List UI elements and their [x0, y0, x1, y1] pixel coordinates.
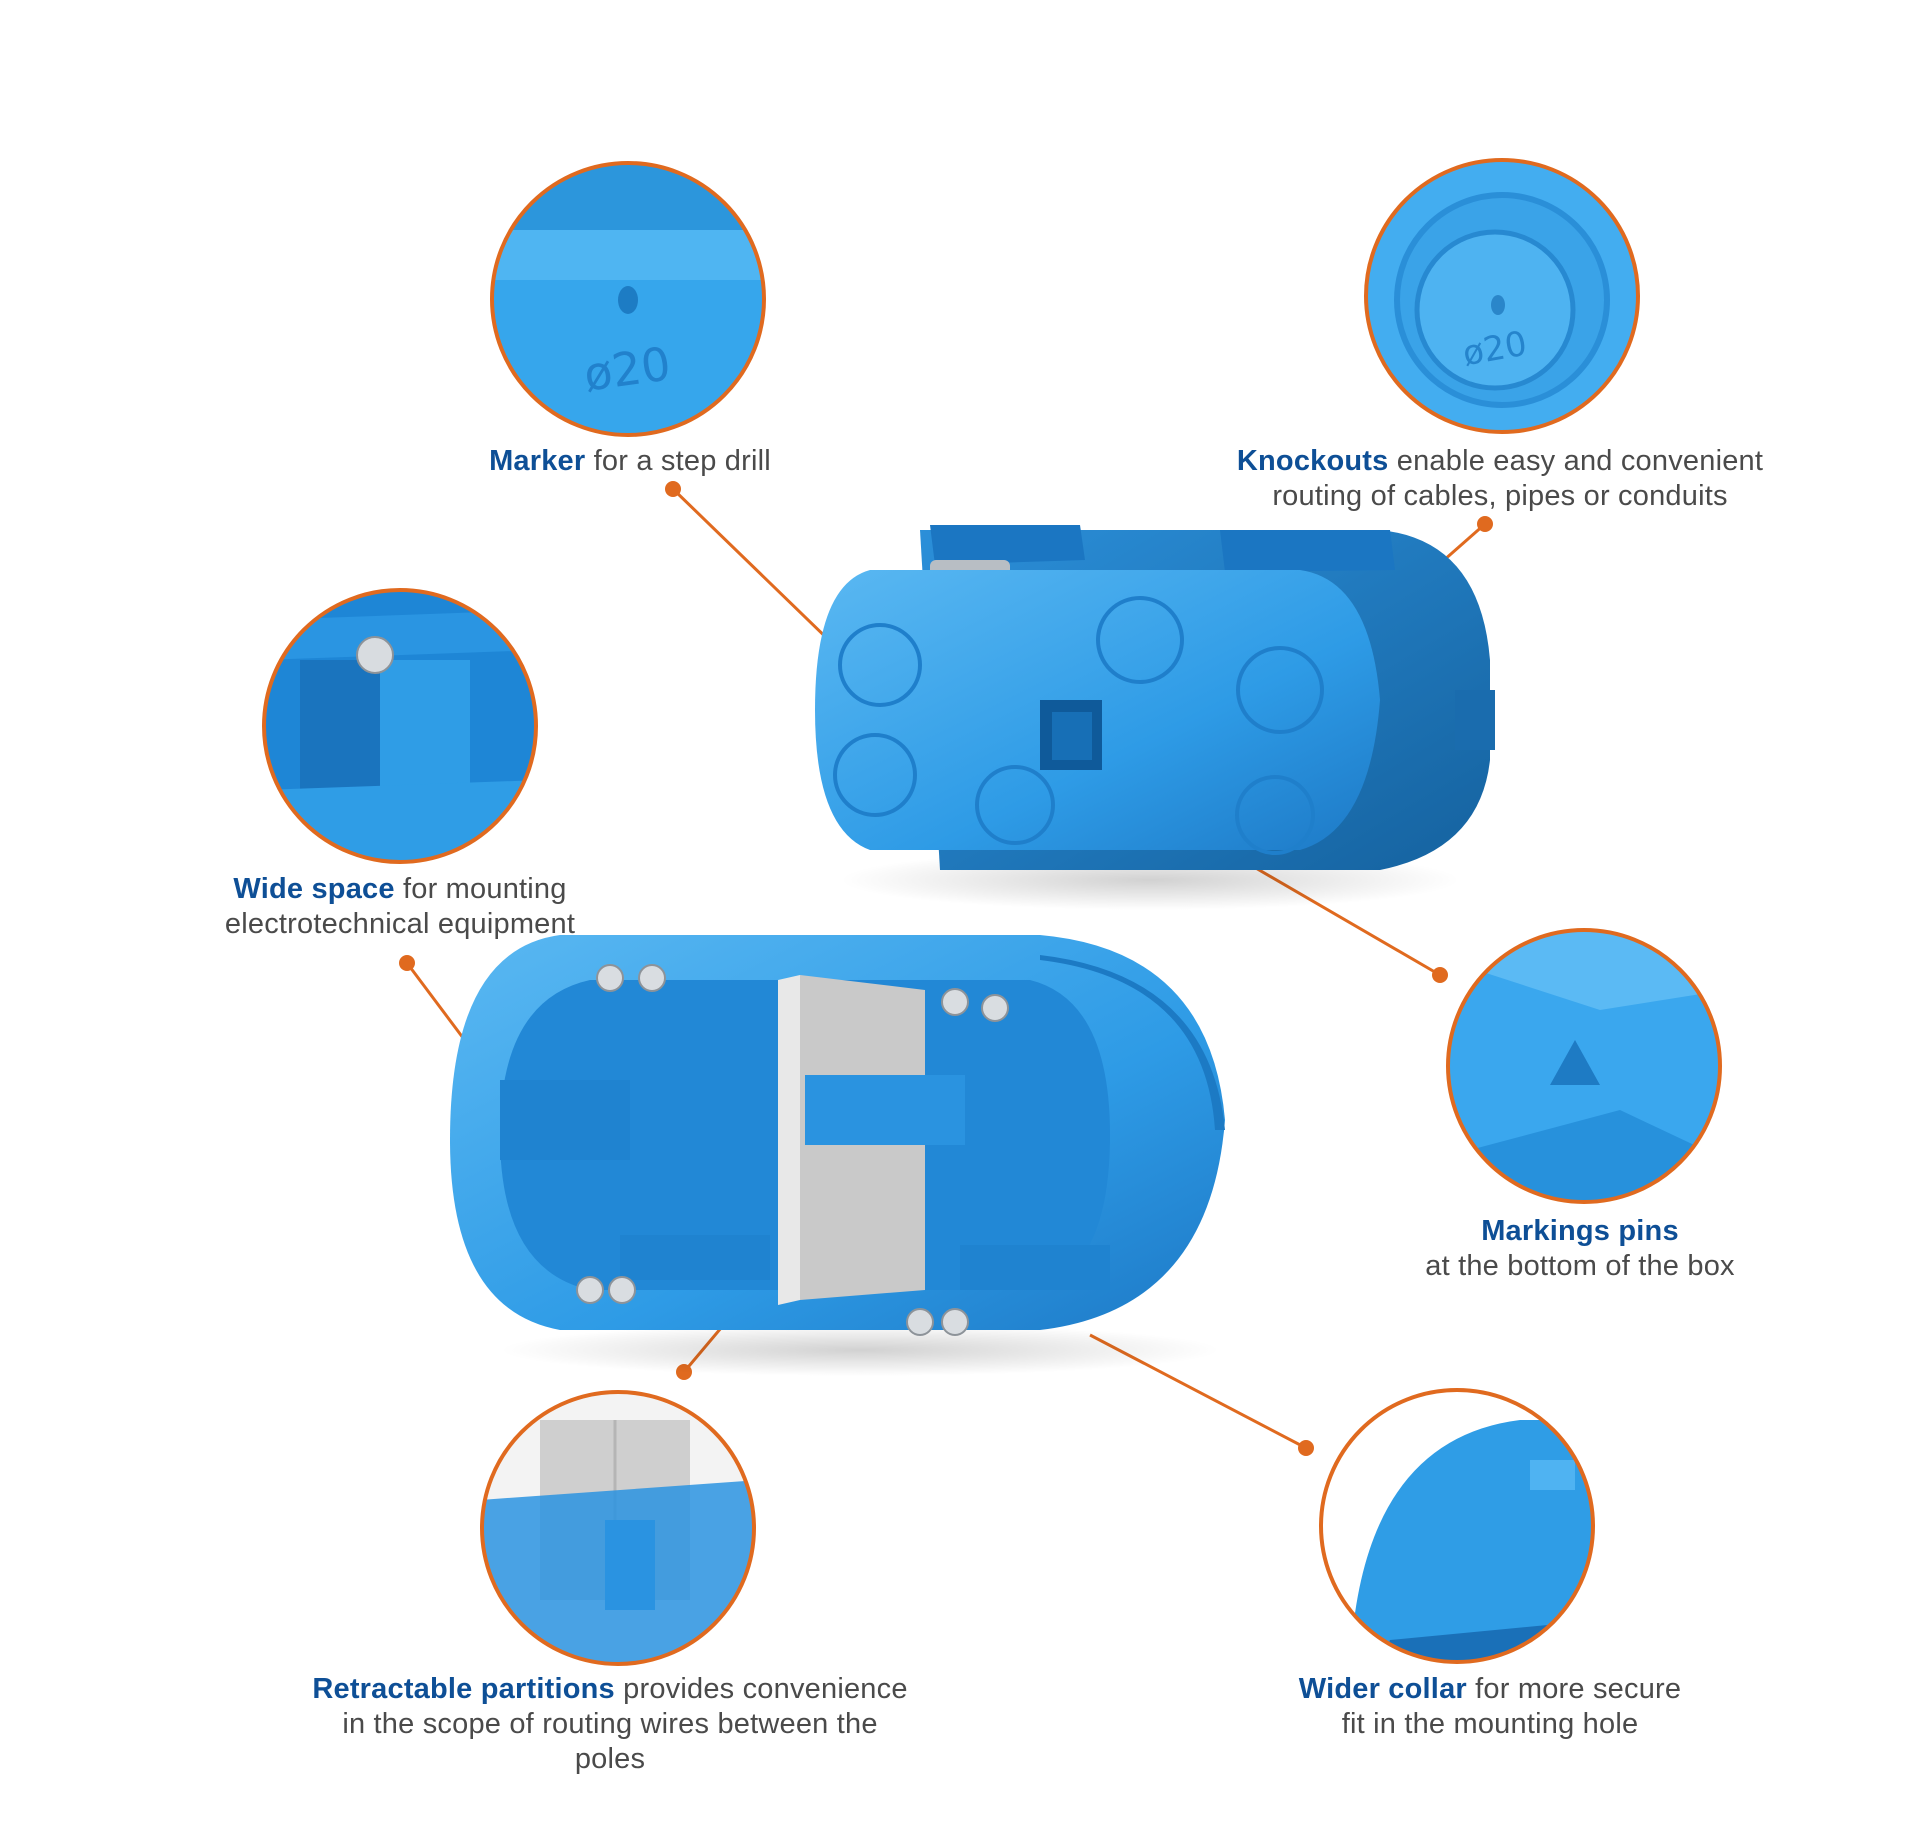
- leader-dot-wide-space: [399, 955, 415, 971]
- wide-space-title: Wide space: [233, 873, 395, 905]
- detail-collar-icon: [1321, 1390, 1593, 1662]
- knockouts-text-1: enable easy and convenient: [1388, 445, 1764, 477]
- leader-dot-markings-pins: [1432, 967, 1448, 983]
- retractable-text-3: poles: [574, 1743, 646, 1775]
- product-rear-view: [815, 525, 1495, 910]
- wide-space-text-1: or mounting: [411, 873, 567, 905]
- marker-title: Marker: [489, 445, 586, 477]
- collar-title: Wider collar: [1298, 1673, 1467, 1705]
- collar-text-1: or more secure: [1483, 1673, 1682, 1705]
- marker-text: for a step drill: [585, 445, 771, 477]
- leader-dot-knockouts: [1477, 516, 1493, 532]
- collar-text-2: fit in the mounting hole: [1341, 1708, 1639, 1740]
- markings-pins-caption: Markings pins at the bottom of the box: [1340, 1214, 1820, 1284]
- collar-caption: Wider collar for more secure fit in the …: [1210, 1672, 1770, 1742]
- collar-f: f: [1466, 1673, 1484, 1705]
- wide-space-text-2: electrotechnical equipment: [224, 908, 576, 940]
- knockouts-caption: Knockouts enable easy and convenient rou…: [1160, 444, 1840, 514]
- markings-pins-title: Markings pins: [1481, 1215, 1679, 1247]
- knockouts-title: Knockouts: [1236, 445, 1389, 477]
- retractable-title: Retractable partitions: [312, 1673, 615, 1705]
- retractable-text-1: provides convenience: [614, 1673, 908, 1705]
- svg-text:ø20: ø20: [580, 336, 673, 402]
- leader-dot-collar: [1298, 1440, 1314, 1456]
- marker-caption: Marker for a step drill: [380, 444, 880, 479]
- leader-dot-marker: [665, 481, 681, 497]
- detail-retractable-icon: [482, 1392, 754, 1664]
- knockouts-text-2: routing of cables, pipes or conduits: [1272, 480, 1728, 512]
- retractable-caption: Retractable partitions provides convenie…: [240, 1672, 980, 1777]
- retractable-text-2: in the scope of routing wires between th…: [342, 1708, 878, 1740]
- product-front-view: [450, 935, 1225, 1376]
- detail-wide-space-icon: [264, 590, 536, 862]
- wide-space-f: f: [394, 873, 412, 905]
- markings-pins-text: at the bottom of the box: [1425, 1250, 1735, 1282]
- wide-space-caption: Wide space for mounting electrotechnical…: [120, 872, 680, 942]
- detail-knockouts-icon: ø20: [1366, 160, 1638, 432]
